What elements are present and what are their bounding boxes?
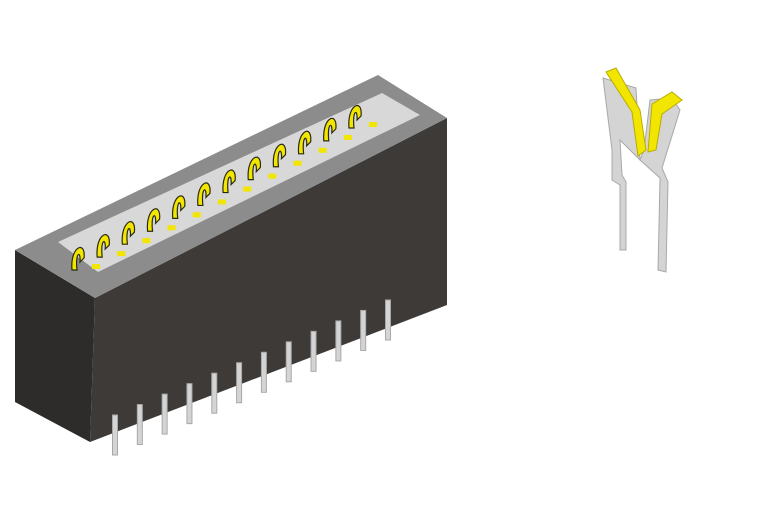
- gold-contact-tail: [343, 134, 352, 140]
- gold-contact-tail: [117, 251, 126, 257]
- card-edge-connector: [15, 75, 447, 456]
- connector-pin: [161, 393, 168, 435]
- gold-contact: [222, 169, 236, 194]
- gold-contact: [272, 143, 287, 168]
- gold-contact: [247, 156, 261, 181]
- gold-contact: [348, 104, 362, 129]
- connector-pin: [260, 351, 267, 393]
- connector-pin: [186, 383, 193, 425]
- connector-pins-front: [112, 299, 391, 456]
- gold-contact-tail: [92, 264, 100, 269]
- connector-pin: [136, 404, 143, 446]
- connector-pin: [285, 341, 292, 383]
- gold-contact-tail: [142, 238, 151, 244]
- connector-front-face: [90, 118, 447, 442]
- gold-contact: [71, 246, 85, 271]
- gold-contact-tail: [318, 147, 327, 153]
- gold-contact-tail: [217, 199, 226, 205]
- gold-contact: [121, 221, 135, 245]
- gold-contact: [197, 182, 211, 207]
- connector-left-face: [15, 250, 95, 442]
- gold-contact-tail: [369, 122, 377, 127]
- gold-contact: [323, 117, 337, 142]
- gold-contact-tail: [293, 160, 302, 166]
- gold-contact: [298, 130, 312, 155]
- gold-contact-tail: [243, 186, 252, 192]
- gold-contact-tail: [268, 173, 277, 179]
- gold-contact-tail: [167, 225, 176, 231]
- gold-contact-tail: [192, 212, 201, 218]
- spring-contact-detail: [602, 67, 683, 273]
- gold-contact: [146, 208, 161, 232]
- connector-pin: [236, 362, 243, 404]
- gold-contact: [96, 234, 110, 258]
- connector-pin: [385, 299, 391, 341]
- connector-contacts: [71, 104, 377, 271]
- connector-pin: [310, 330, 317, 372]
- connector-pin: [360, 309, 367, 351]
- connector-pin: [211, 372, 218, 414]
- connector-pin: [112, 414, 118, 456]
- contact-gold-spring-left: [605, 67, 647, 157]
- contact-gold-spring-right: [647, 91, 683, 153]
- connector-pin: [335, 320, 342, 362]
- gold-contact: [172, 195, 186, 219]
